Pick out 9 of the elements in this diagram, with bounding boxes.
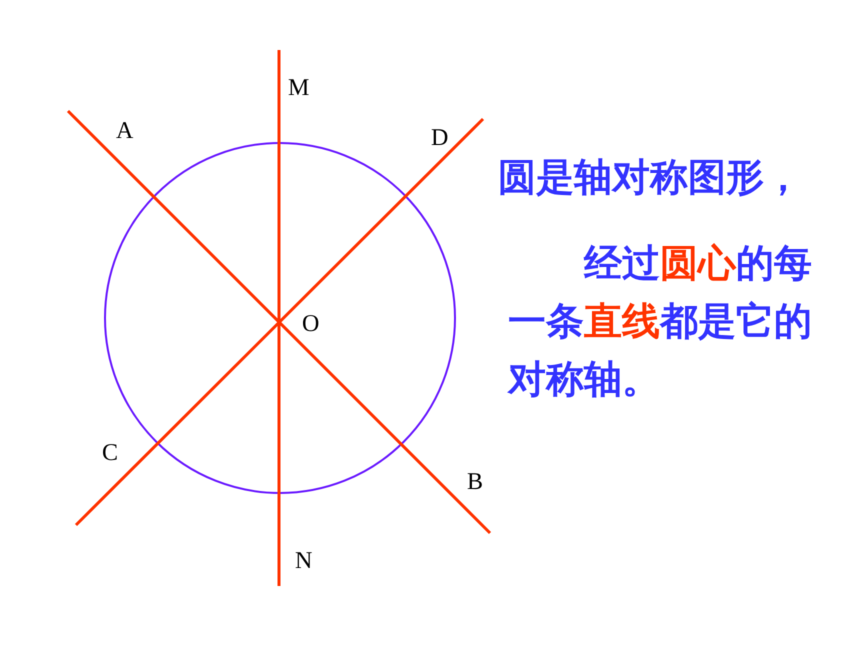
point-label: O	[302, 312, 320, 336]
point-label: D	[431, 126, 448, 150]
point-label: C	[102, 441, 118, 465]
statement-text: 经过圆心的每一条直线都是它的对称轴。	[508, 240, 813, 403]
point-label: B	[467, 470, 484, 494]
point-label: N	[295, 549, 312, 573]
heading-text: 圆是轴对称图形，	[498, 154, 802, 201]
point-label: M	[288, 76, 310, 100]
point-label: A	[116, 119, 134, 143]
